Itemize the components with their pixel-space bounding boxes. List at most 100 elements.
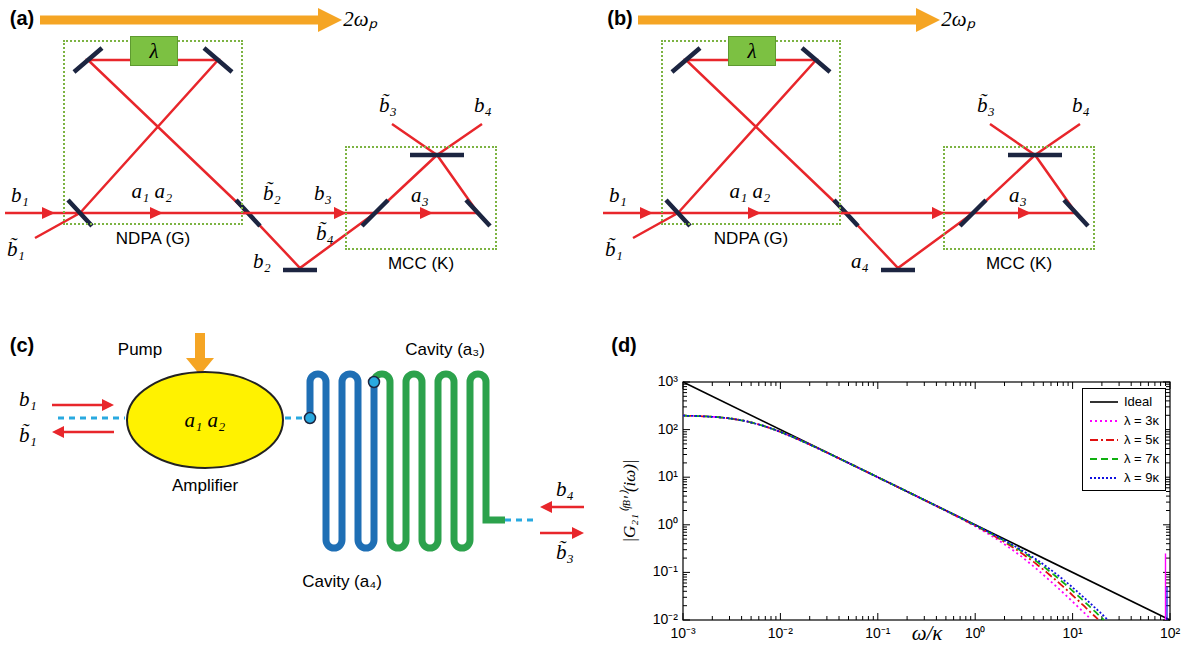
drawing-stroke — [572, 527, 584, 539]
legend-row: Ideal — [1089, 392, 1159, 411]
symbol-label: b̃₄ — [316, 222, 334, 245]
drawing-stroke — [58, 417, 125, 420]
symbol-label: a₁ a₂ — [132, 180, 173, 203]
drawing-stroke — [369, 377, 380, 388]
crystal-box: λ — [130, 36, 178, 66]
symbol-label: b̃₁ — [7, 238, 25, 261]
legend-row: λ = 7κ — [1089, 449, 1159, 468]
drawing-stroke — [102, 399, 114, 411]
legend-row: λ = 3κ — [1089, 411, 1159, 430]
box-title: NDPA (G) — [714, 229, 788, 249]
symbol-label: 2ωₚ — [941, 8, 974, 31]
box-title: MCC (K) — [986, 254, 1052, 274]
drawing-stroke — [505, 519, 534, 522]
symbol-label: b₂ — [253, 250, 271, 273]
drawing-stroke — [310, 374, 505, 548]
beam-connector — [243, 212, 345, 215]
panel-label: (a) — [10, 7, 34, 29]
symbol-label: b̃₃ — [379, 94, 397, 117]
legend-box: Ideal λ = 3κ λ = 5κ λ = 7κ λ = 9κ — [1082, 388, 1166, 491]
legend-swatch — [1089, 416, 1119, 426]
axis-ticks — [683, 382, 1170, 620]
feedback-curve — [683, 416, 1098, 620]
drawing-stroke — [683, 382, 1170, 620]
symbol-label: b̃₁ — [605, 238, 623, 261]
panel-label: (d) — [611, 334, 637, 356]
mode-label: a₁ a₂ — [185, 408, 226, 433]
drawing-stroke — [52, 404, 104, 407]
symbol-label: b₄ — [1072, 94, 1090, 117]
feedback-curve — [683, 416, 1108, 620]
drawing-stroke — [550, 506, 584, 509]
text-label: Cavity (a₃) — [405, 341, 485, 360]
tick-label: 10⁻² — [768, 626, 793, 641]
box-title: MCC (K) — [388, 254, 454, 274]
drawing-stroke — [603, 8, 1088, 270]
cavity-a4-line — [310, 374, 374, 548]
axis-title: |G₂₁⁽ᶠᴮ'⁾(iω)| — [621, 459, 640, 542]
tick-label: 10³ — [658, 374, 678, 389]
resonance-spike — [1166, 587, 1167, 620]
tick-label: 10¹ — [658, 469, 678, 484]
drawing-stroke — [5, 8, 490, 270]
drawing-stroke — [305, 413, 316, 424]
feedback-curve — [683, 416, 1104, 620]
legend-line — [1090, 458, 1118, 460]
symbol-label: b₁ — [11, 184, 29, 207]
legend-text: Ideal — [1124, 394, 1152, 409]
symbol-label: 2ωₚ — [343, 8, 376, 31]
symbol-label: a₄ — [851, 250, 869, 273]
tick-label: 10² — [1160, 626, 1180, 641]
symbol-label: b̃₃ — [556, 541, 574, 564]
amplifier-ellipse: a₁ a₂Amplifier — [125, 370, 285, 470]
legend-swatch — [1089, 397, 1119, 407]
drawing-stroke — [540, 501, 552, 513]
drawing-stroke — [52, 426, 64, 438]
symbol-label: b̃₁ — [19, 424, 37, 447]
legend-line — [1090, 439, 1118, 441]
panel-label: (b) — [607, 7, 633, 29]
tick-label: 10² — [658, 422, 678, 437]
box-title: Amplifier — [172, 476, 238, 496]
crystal-box: λ — [728, 36, 776, 66]
symbol-label: a₃ — [411, 184, 429, 207]
symbol-label: b₄ — [474, 94, 492, 117]
legend-text: λ = 9κ — [1124, 470, 1159, 485]
symbol-label: b₄ — [556, 478, 574, 501]
symbol-label: b₁ — [19, 388, 37, 411]
box-title: NDPA (G) — [116, 229, 190, 249]
tick-label: 10⁻¹ — [865, 626, 890, 641]
legend-line — [1090, 401, 1118, 403]
legend-row: λ = 9κ — [1089, 468, 1159, 487]
legend-swatch — [1089, 435, 1119, 445]
tick-label: 10⁰ — [657, 517, 678, 532]
drawing-stroke — [683, 382, 1170, 620]
panel-label: (c) — [10, 334, 34, 356]
ideal-curve — [683, 382, 1170, 620]
legend-line — [1090, 477, 1118, 479]
drawing-stroke — [285, 417, 306, 420]
tick-label: 10⁻³ — [670, 626, 695, 641]
symbol-label: b₃ — [314, 182, 332, 205]
legend-text: λ = 5κ — [1124, 432, 1159, 447]
tick-label: 10¹ — [1062, 626, 1082, 641]
drawing-stroke — [683, 382, 1170, 620]
symbol-label: b̃₂ — [263, 182, 281, 205]
cavity-a3-line — [374, 374, 505, 548]
resonance-spike — [1165, 553, 1166, 620]
tick-label: 10⁰ — [965, 626, 986, 641]
text-label: Cavity (a₄) — [302, 573, 382, 592]
legend-line — [1090, 420, 1118, 422]
drawing-stroke — [540, 532, 574, 535]
symbol-label: b̃₃ — [977, 94, 995, 117]
symbol-label: a₁ a₂ — [730, 180, 771, 203]
legend-swatch — [1089, 454, 1119, 464]
legend-text: λ = 3κ — [1124, 413, 1159, 428]
symbol-label: a₃ — [1009, 184, 1027, 207]
tick-label: 10⁻¹ — [653, 565, 678, 580]
drawing-stroke — [62, 431, 114, 434]
feedback-curve — [683, 416, 1090, 619]
legend-swatch — [1089, 473, 1119, 483]
